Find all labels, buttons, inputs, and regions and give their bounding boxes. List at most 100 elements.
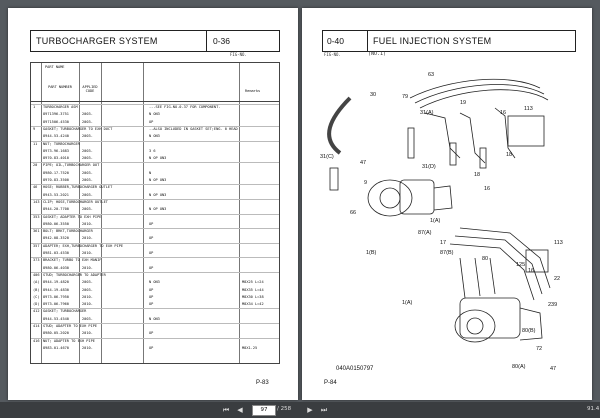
ref-number: 406 — [33, 272, 40, 277]
fig-no-label: FIG-NO. — [324, 52, 341, 57]
row-divider — [31, 337, 279, 339]
ref-number: (C) — [33, 294, 40, 299]
ref-number: (D) — [33, 302, 40, 307]
callout-label: 80 — [482, 256, 488, 262]
remark: M8X34 L=42 — [242, 302, 264, 307]
row-divider — [31, 140, 279, 142]
part-note: OP — [149, 287, 154, 292]
part-note: N ON3 — [149, 112, 160, 117]
part-number: 8942-08-3520 — [43, 236, 69, 241]
fig-no-label: FIG-NO. — [230, 52, 247, 57]
ref-number: 9 — [33, 126, 36, 131]
callout-label: 16 — [500, 110, 506, 116]
row-divider — [31, 242, 279, 244]
part-note: N ON3 — [149, 280, 160, 285]
ref-number: (B) — [33, 287, 40, 292]
part-note: N OP ON3 — [149, 207, 167, 212]
callout-label: 9 — [364, 180, 367, 186]
part-note: OP — [149, 251, 154, 255]
part-note: N OP ON3 — [149, 192, 167, 197]
part-number: 8944-20-7700 — [43, 207, 69, 212]
column-header-part-name: PART NAME — [45, 65, 65, 69]
callout-label: 80(A) — [512, 364, 526, 370]
part-number: 8981-03-4530 — [43, 251, 69, 255]
ref-number: 414 — [33, 324, 40, 328]
column-header-remarks: Remarks — [245, 89, 261, 93]
applied-code: 2003- — [82, 316, 93, 321]
ref-number: 11 — [33, 141, 38, 146]
applied-code: 2003- — [82, 207, 93, 212]
row-divider — [31, 104, 279, 105]
ref-number: (A) — [33, 280, 40, 285]
part-note: OP — [149, 302, 154, 307]
section-subtitle: (NO.1) — [368, 51, 387, 57]
callout-label: 239 — [548, 302, 557, 308]
part-name: NUT; TURBOCHARGER — [43, 141, 80, 146]
applied-code: 2010- — [82, 236, 93, 241]
callout-label: 16 — [528, 268, 534, 274]
part-note: N — [149, 170, 152, 175]
callout-label: 31(C) — [320, 154, 334, 160]
section-number: 0-36 — [213, 36, 231, 46]
part-note: N ON3 — [149, 134, 160, 139]
callout-label: 47 — [550, 366, 556, 372]
part-name: GASKET; ADAPTER TO EXH PIPE — [43, 214, 102, 219]
part-number: 8970-83-3500 — [43, 178, 69, 182]
ref-number: 416 — [33, 338, 40, 343]
part-name: GASKET; TURBOCHARGER TO EXH DUCT — [43, 126, 113, 131]
ref-number: 361 — [33, 229, 40, 234]
callout-label: 1(A) — [402, 300, 413, 306]
row-divider — [31, 308, 279, 310]
part-name: GASKET; TURBOCHARGER — [43, 309, 87, 314]
previous-page-icon[interactable]: ◀ — [237, 406, 243, 414]
ref-number: 353 — [33, 214, 40, 219]
section-header: 0-40 FUEL INJECTION SYSTEM — [322, 30, 576, 52]
part-note: OP — [149, 294, 154, 299]
callout-label: 72 — [536, 346, 542, 352]
part-number: 8980-17-7520 — [43, 170, 69, 175]
callout-label: 79 — [402, 94, 408, 100]
part-note: OP — [149, 345, 154, 350]
section-title: TURBOCHARGER SYSTEM — [31, 31, 207, 51]
ref-number: 20 — [33, 163, 38, 168]
callout-label: 1(B) — [366, 250, 377, 256]
applied-code: 2010- — [82, 265, 93, 270]
callout-label: 16 — [484, 186, 490, 192]
row-divider — [31, 323, 279, 324]
part-name: CLIP; HOSE,TURBOCHARGER OUTLET — [43, 199, 108, 204]
part-name: BRACKET; TURBO TO EXH MANIF — [43, 258, 102, 263]
applied-code: 2010- — [82, 302, 93, 307]
applied-code: 2003- — [82, 280, 93, 285]
remark: M8X30 L=38 — [242, 294, 264, 299]
part-number: 8944-19-4830 — [43, 287, 69, 292]
callout-label: 66 — [350, 210, 356, 216]
part-number: 8944-53-4540 — [43, 316, 69, 321]
applied-code: 2010- — [82, 294, 93, 299]
row-divider — [31, 271, 279, 273]
applied-code: 2010- — [82, 345, 93, 350]
section-title: FUEL INJECTION SYSTEM — [373, 36, 492, 46]
ref-number: 1 — [33, 105, 36, 109]
remark: M8X1.25 — [242, 345, 258, 350]
last-page-icon[interactable]: ⏭ — [320, 406, 328, 414]
row-divider — [31, 257, 279, 259]
callout-label: 63 — [428, 72, 434, 78]
part-number: 8973-06-7950 — [43, 294, 69, 299]
drawing-code: 040A0150797 — [336, 366, 374, 372]
part-number: 8943-53-2021 — [43, 192, 69, 197]
section-header: TURBOCHARGER SYSTEM 0-36 — [30, 30, 280, 52]
part-number: 8944-19-4820 — [43, 280, 69, 285]
callout-label: 18 — [506, 152, 512, 158]
part-name: PIPE; OIL,TURBOCHARGER OUT — [43, 163, 100, 168]
parts-table: PART NAME PART NUMBER APPLIED CODE Remar… — [30, 62, 280, 364]
callout-label: 17 — [440, 240, 446, 246]
next-page-icon[interactable]: ▶ — [307, 406, 313, 414]
zoom-level[interactable]: 91.4 — [587, 406, 600, 412]
applied-code: 2003- — [82, 112, 93, 117]
row-divider — [31, 198, 279, 200]
part-note: OP — [149, 331, 154, 336]
first-page-icon[interactable]: ⏮ — [222, 406, 230, 414]
part-number: 8980-06-4030 — [43, 265, 69, 270]
applied-code: 2003- — [82, 170, 93, 175]
page-number-input[interactable]: 97 — [252, 405, 276, 416]
